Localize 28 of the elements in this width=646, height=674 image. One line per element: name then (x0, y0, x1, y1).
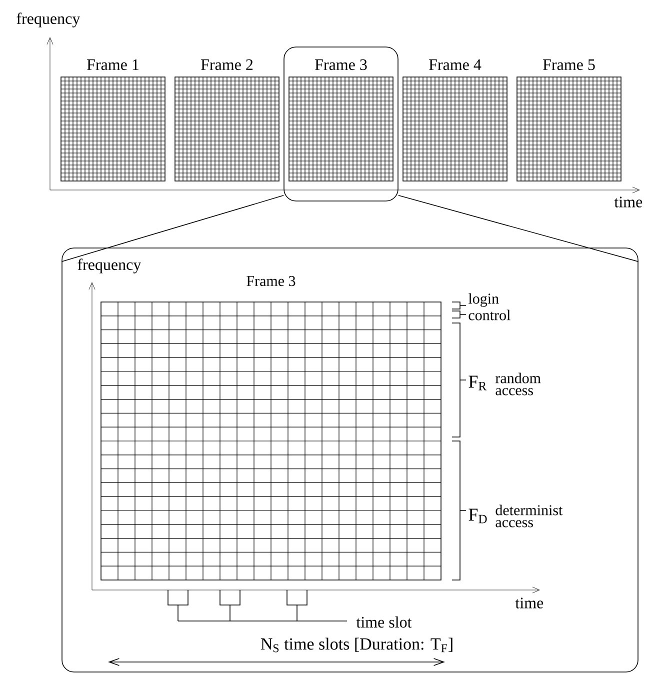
node-label: Frame 2 (201, 59, 253, 70)
frame-grid: Frame 5 (516, 59, 622, 182)
bracket-label: F$_{R}$ (468, 376, 487, 390)
frame-grid: Frame 1 (60, 59, 166, 182)
zoom-panel (62, 248, 638, 672)
bracket-label: determinist access (496, 504, 563, 528)
node-label: Frame 4 (429, 59, 482, 70)
zoom-line (398, 195, 639, 262)
axis-label: time (515, 598, 544, 608)
axis-label: time (614, 196, 642, 208)
node-label: Frame 1 (87, 59, 138, 70)
bracket-label: N$_{S}$ time slots [Duration: T$_{F}$] (260, 638, 452, 652)
node-label: Frame 3 (246, 276, 296, 286)
bracket-label: random access (496, 372, 541, 396)
bracket-label: F$_{D}$ (468, 508, 487, 524)
bracket-label: time slot (356, 616, 412, 628)
frame-grid: Frame 3 (100, 276, 442, 580)
bracket-label: control (468, 310, 510, 320)
node-label: Frame 3 (315, 59, 367, 70)
node-label: Frame 5 (543, 59, 595, 70)
axis-label: frequency (16, 12, 80, 28)
frame-grid: Frame 2 (174, 59, 280, 182)
zoom-box (284, 46, 398, 202)
frame-grid: Frame 3 (288, 59, 394, 182)
frame-grid: Frame 4 (402, 59, 508, 182)
axis-label: frequency (78, 258, 142, 274)
bracket-label: login (468, 293, 499, 307)
zoom-line (61, 195, 284, 262)
